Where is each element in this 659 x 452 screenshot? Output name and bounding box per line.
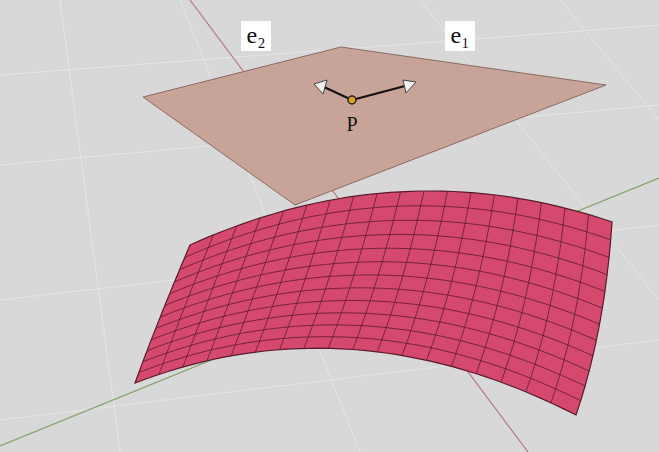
y-axis [0, 178, 659, 446]
surface-fill [135, 191, 612, 415]
mesh-line [143, 325, 585, 386]
mesh-line [427, 193, 471, 361]
curved-surface [135, 191, 612, 415]
mesh-line [185, 206, 611, 258]
mesh-line [147, 313, 589, 371]
mesh-line [160, 275, 599, 324]
mesh-line [139, 337, 581, 401]
mesh-line [476, 198, 518, 374]
tangent-plane [143, 47, 606, 205]
point-label: P [346, 114, 357, 134]
mesh-line [551, 215, 589, 403]
mesh-line [402, 191, 448, 355]
point-p [348, 96, 356, 104]
mesh-line [170, 248, 605, 294]
basis-vectors [314, 80, 416, 104]
mesh-line [451, 195, 494, 367]
vector-label: e₂ [241, 21, 270, 51]
mesh-line [175, 234, 607, 281]
vector-label: e₁ [445, 21, 474, 51]
